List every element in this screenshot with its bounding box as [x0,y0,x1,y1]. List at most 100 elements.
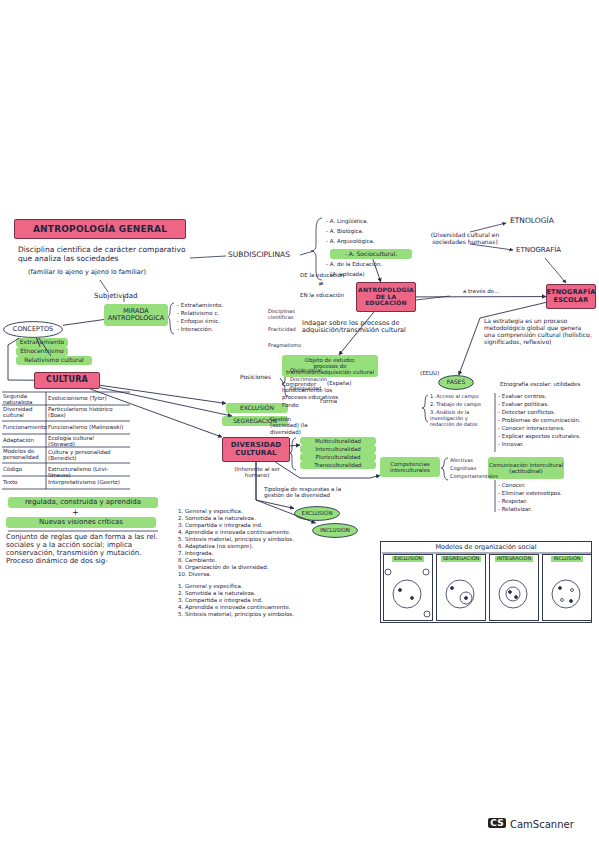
node-text: Extrañamiento [20,339,64,346]
annotation-text: Texto [3,479,45,485]
annotation-text: 1. Acceso al campo [430,394,492,400]
highlight-band: Extrañamiento [16,338,68,347]
annotation-text: Cognitivas [450,466,490,472]
annotation-text: 6. Adaptativa (no siempre). [178,543,298,549]
annotation-text: Funcionalismo (Malinowski) [48,424,130,430]
oval-outline [295,507,340,521]
annotation-text: Subjetividad [94,292,154,300]
highlight-band: Objeto de estudio:procesos de transmisió… [282,355,378,377]
node-text: MIRADA ANTROPOLÓGICA [104,308,168,323]
node-text: EXCLUSIÓN [240,405,274,412]
arrow-line [470,223,506,232]
node-text: Comunicación intercultural [489,462,563,468]
highlight-band: Interculturalidad [300,445,376,453]
annotation-text: Gestión (sociedad) (la diversidad) [270,416,320,435]
annotation-text: 9. Organización de la diversidad. [178,564,298,570]
annotation-text: - Relativizar. [498,506,588,512]
annotation-text: 5. Síntesis material, principios y símbo… [178,536,298,542]
table-grid [2,392,130,489]
node-text: FASES [447,379,465,386]
highlight-box: CULTURA [34,372,100,389]
annotation-text: Segunda naturaleza [3,393,45,406]
curly-bracket [441,458,448,480]
annotation-text: Funcionamiento [3,424,45,430]
annotation-text: 2. Sometida a la naturaleza. [178,590,298,596]
annotation-text: Código [3,466,45,472]
annotation-text: + [72,508,84,517]
node-text: Modelos de organización social [435,544,536,551]
connector-line [100,385,226,403]
node-text: EXCLUSIÓN [301,510,332,516]
annotation-text: DE la educación [300,272,358,278]
annotation-text: - Interacción. [177,326,237,332]
annotation-text: 5. Síntesis material, principios y símbo… [178,611,308,617]
annotation-text: Discriminación [290,377,350,383]
highlight-box: ANTROPOLOGÍA DE LA EDUCACIÓN [356,282,416,312]
node-text: Interculturalidad [315,446,361,452]
highlight-oval: FASES [438,375,474,390]
node-text: CONCEPTOS [13,326,53,333]
highlight-band: Multiculturalidad [300,437,376,445]
annotation-text: - A. Lingüística. [326,218,406,224]
model-cell: INCLUSIÓN [542,554,592,621]
leader-line [100,280,108,292]
annotation-text: (Inherente al ser humano) [226,466,288,479]
group-circle [499,580,527,608]
annotation-text: - Extrañamiento. [177,302,237,308]
node-text: Pluriculturalidad [316,454,361,460]
table-frame: Modelos de organización socialEXCLUSIÓNS… [380,541,592,623]
annotation-text: (Diversidad cultural en sociedades human… [426,232,504,246]
annotation-text: - Eliminar estereotipos. [498,490,588,496]
node-text: INTEGRACIÓN [495,556,534,562]
annotation-text: 10. Diversa. [178,571,298,577]
annotation-text: (familiar lo ajeno y ajeno lo familiar) [28,269,188,276]
leader-line [495,480,496,512]
node-text: Multiculturalidad [315,438,361,444]
connector-line [275,462,380,478]
arrow-line [470,244,513,250]
edge-label: a través de... [463,288,499,294]
annotation-text: (España) [327,380,367,386]
annotation-text: 8. Cambiante. [178,557,298,563]
annotation-text: Tipología de respuestas a la gestión de … [264,486,352,499]
member-circle [423,569,429,575]
annotation-text: - A. Biológica. [326,228,406,234]
annotation-text: Pragmatismo [268,343,308,349]
connector-line [416,296,546,297]
highlight-box: DIVERSIDAD CULTURAL [222,437,290,462]
annotation-text: Estructuralismo (Lévi-Strauss) [48,466,130,479]
highlight-band: Relativismo cultural [16,356,92,365]
annotation-text: Modelos de personalidad [3,448,45,461]
annotation-text: ETNOLOGÍA [510,217,580,226]
node-text: ETNOGRAFÍA ESCOLAR [546,289,595,304]
highlight-band: regulada, construida y aprendida [8,497,158,508]
highlight-band: Comunicación intercultural(actitudinal) [488,457,564,479]
node-text: Transculturalidad [314,462,361,468]
node-text: - A. Sociocultural. [345,251,398,258]
connector-line [63,320,104,326]
annotation-text: - Conocer interacciones. [498,425,593,431]
group-circle [446,580,474,608]
member-circle [571,589,574,592]
annotation-text: (EEUU) [420,370,450,376]
annotation-text: ≠ [318,280,330,288]
arrow-line [545,258,566,283]
curly-bracket [167,303,174,334]
annotation-text: - A. Arqueológica. [326,238,406,244]
connector-line [100,388,232,416]
node-text: INCLUSIÓN [551,556,582,562]
node-text: ANTROPOLOGÍA DE LA EDUCACIÓN [357,287,415,307]
oval-outline [313,524,358,538]
underline [8,531,158,532]
highlight-band: MIRADA ANTROPOLÓGICA [104,304,168,326]
highlight-band: Pluriculturalidad [300,453,376,461]
subgroup-circle [460,592,472,604]
model-cell: EXCLUSIÓN [383,554,433,621]
node-text: Etnocentrismo [20,348,64,355]
highlight-band: Etnocentrismo [16,347,68,356]
oval-outline [439,376,474,390]
node-text: DIVERSIDAD CULTURAL [223,442,289,458]
annotation-text: - Conocer. [498,482,588,488]
leader-line [495,393,496,452]
